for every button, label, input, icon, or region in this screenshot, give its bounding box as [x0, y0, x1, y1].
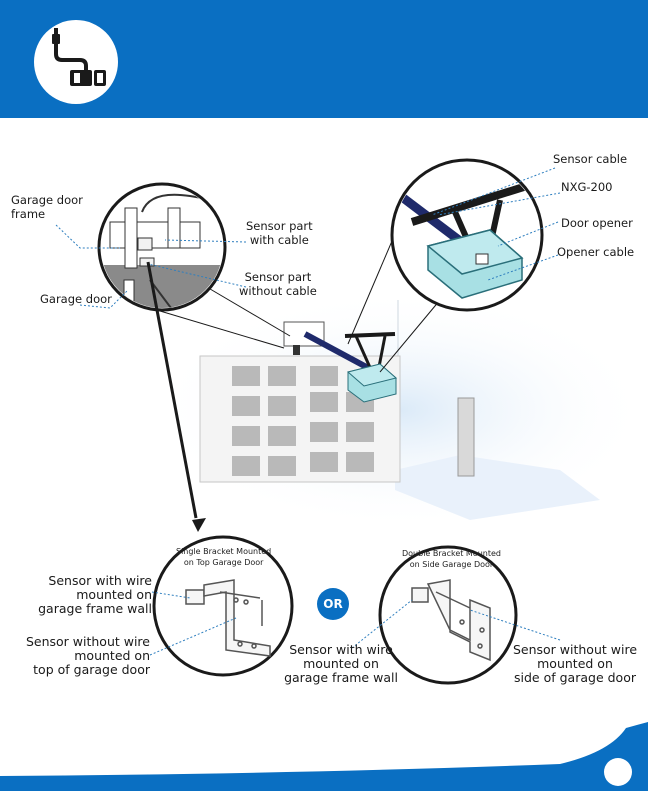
label-nxg-200: NXG-200	[561, 180, 613, 194]
title-line: on Side Garage Door	[409, 560, 494, 569]
label-line: Sensor with wire	[48, 573, 152, 588]
label-line: garage frame wall	[38, 601, 152, 616]
frame-sensor-zoom	[97, 182, 227, 312]
opener-zoom	[390, 158, 544, 312]
label-line: Sensor with wire	[289, 642, 393, 657]
label-garage-door: Garage door	[40, 292, 112, 306]
page-number-badge	[604, 758, 632, 786]
pointer-arrow	[146, 261, 198, 519]
label-sensor-without-wire-right: Sensor without wire mounted on side of g…	[508, 643, 642, 685]
title-line: Double Bracket Mounted	[402, 549, 501, 558]
logo-badge	[34, 20, 118, 104]
door-sensor-icon	[52, 28, 106, 86]
zoom-lines	[149, 233, 441, 373]
label-line: Sensor part	[246, 219, 313, 233]
double-bracket-title: Double Bracket Mounted on Side Garage Do…	[402, 548, 501, 570]
footer-swoosh	[0, 722, 648, 791]
single-bracket-title: Single Bracket Mounted on Top Garage Doo…	[176, 546, 271, 568]
title-line: on Top Garage Door	[183, 558, 264, 567]
label-line: without cable	[239, 284, 317, 298]
label-sensor-without-cable: Sensor part without cable	[239, 270, 317, 298]
or-badge: OR	[317, 588, 349, 620]
label-line: Garage door	[11, 193, 83, 207]
single-bracket-zoom	[152, 535, 294, 677]
leader-lines-bottom	[149, 591, 561, 656]
label-door-opener: Door opener	[561, 216, 633, 230]
label-line: mounted on	[537, 656, 613, 671]
label-line: mounted on	[74, 648, 150, 663]
label-sensor-with-cable: Sensor part with cable	[246, 219, 313, 247]
label-opener-cable: Opener cable	[557, 245, 635, 259]
label-line: Sensor without wire	[512, 642, 638, 657]
label-line: top of garage door	[33, 662, 150, 677]
label-garage-door-frame: Garage door frame	[11, 193, 83, 221]
label-line: Sensor without wire	[25, 634, 150, 649]
label-line: frame	[11, 207, 46, 221]
garage-scene	[150, 290, 648, 530]
leader-lines-top	[55, 167, 561, 309]
label-line: with cable	[249, 233, 309, 247]
label-line: mounted on	[76, 587, 152, 602]
title-line: Single Bracket Mounted	[176, 547, 272, 556]
label-sensor-cable: Sensor cable	[553, 152, 628, 166]
label-line: mounted on	[303, 656, 379, 671]
label-line: garage frame wall	[284, 670, 398, 685]
label-sensor-with-wire-right: Sensor with wire mounted on garage frame…	[282, 643, 400, 685]
label-sensor-without-wire-left: Sensor without wire mounted on top of ga…	[2, 635, 150, 677]
label-line: Sensor part	[244, 270, 312, 284]
label-line: side of garage door	[514, 670, 636, 685]
double-bracket-zoom	[378, 545, 518, 685]
label-sensor-with-wire-left: Sensor with wire mounted on garage frame…	[6, 574, 152, 616]
